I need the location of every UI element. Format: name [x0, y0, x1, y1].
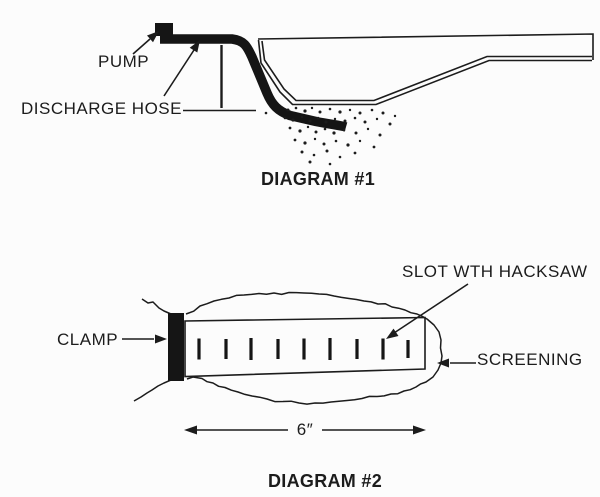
slot-with-hacksaw-label: SLOT WTH HACKSAW: [402, 262, 588, 281]
pool-shell-inner-line: [261, 40, 592, 102]
pool-shell-outer-line: [257, 39, 592, 106]
screening-blob-outline: [185, 291, 443, 405]
dimension-arrowhead-right: [413, 425, 426, 435]
slot-marks: [197, 338, 410, 360]
screening-arrowhead: [437, 358, 449, 368]
clamp-arrowhead: [155, 334, 167, 344]
screening-lower-tail: [133, 379, 172, 402]
discharge-hose-arrow-line: [163, 49, 195, 97]
pump-shape: [155, 23, 173, 36]
diagram1-title: DIAGRAM #1: [260, 169, 376, 189]
dimension-label: 6″: [290, 421, 320, 438]
discharge-hose-arrowhead: [189, 40, 200, 53]
dimension-arrowhead-left: [184, 425, 197, 435]
discharge-hose-label: DISCHARGE HOSE: [21, 99, 182, 118]
slot-arrow-line: [393, 283, 469, 334]
screening-label: SCREENING: [477, 350, 583, 369]
diagram2-group: [122, 283, 476, 435]
pump-arrowhead: [147, 31, 159, 43]
diagram2-title: DIAGRAM #2: [267, 471, 383, 491]
pump-label: PUMP: [98, 52, 150, 71]
pool-top-line: [257, 33, 594, 60]
pump-arrow-line: [132, 38, 151, 55]
discharge-hose-shape: [160, 34, 348, 132]
debris-dots: [264, 106, 397, 166]
clamp-label: CLAMP: [57, 330, 119, 349]
slot-arrowhead: [386, 328, 399, 339]
screening-upper-tail: [141, 298, 172, 315]
diagram1-group: [132, 23, 594, 166]
clamp-shape: [168, 313, 184, 381]
